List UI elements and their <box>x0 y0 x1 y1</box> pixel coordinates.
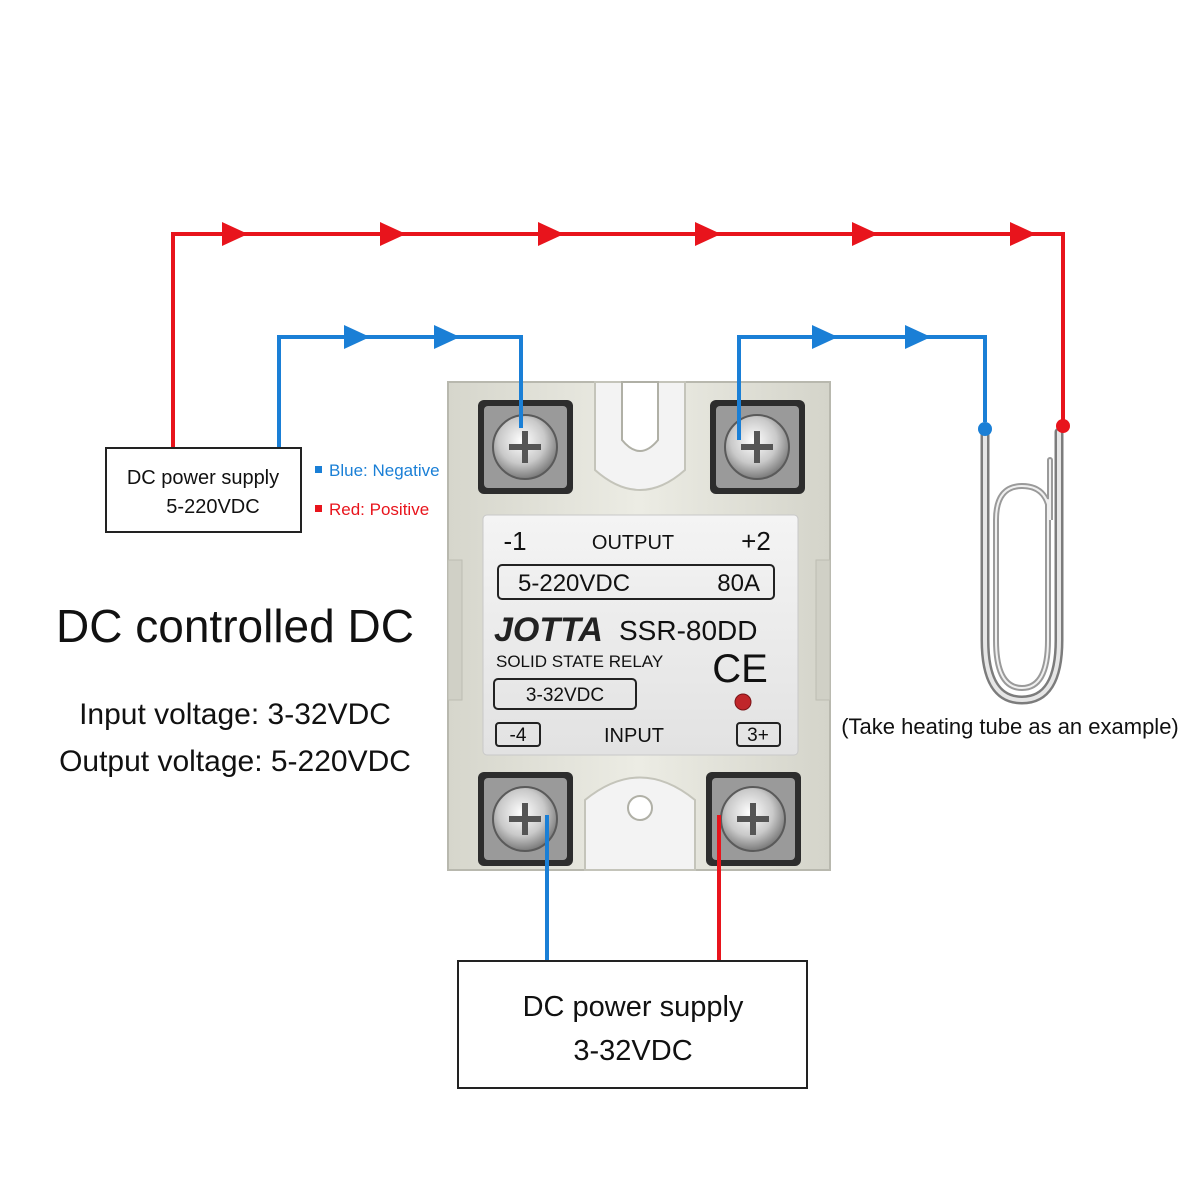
input-rating-frame <box>493 678 637 710</box>
load-caption: (Take heating tube as an example) <box>841 714 1179 739</box>
brand-logo: JOTTA <box>494 611 603 649</box>
solid-state-relay: -1 OUTPUT +2 5-220VDC 80A JOTTA SSR-80DD… <box>447 381 831 871</box>
input-label: INPUT <box>604 725 664 747</box>
screw-slot-icon <box>522 803 528 835</box>
supply-label: DC power supply <box>127 467 279 489</box>
arrow-icon <box>380 222 406 246</box>
terminal-1 <box>478 400 573 494</box>
terminal-plus-2-label: +2 <box>741 526 771 556</box>
screw-slot-icon <box>750 803 756 835</box>
terminal-plus-3-label: 3+ <box>747 725 769 746</box>
arrow-icon <box>905 325 931 349</box>
terminal-4 <box>478 772 573 866</box>
relay-type-label: SOLID STATE RELAY <box>496 652 663 671</box>
terminal-minus-4-label: -4 <box>510 725 527 746</box>
output-rating: 5-220VDC <box>518 570 630 597</box>
supply-label: DC power supply <box>523 991 744 1023</box>
positive-lead-icon <box>1056 419 1070 433</box>
heating-tube <box>978 419 1070 705</box>
red-square-icon <box>315 505 322 512</box>
arrow-icon <box>812 325 838 349</box>
blue-square-icon <box>315 466 322 473</box>
arrow-icon <box>695 222 721 246</box>
input-voltage-text: Input voltage: 3-32VDC <box>79 698 391 731</box>
terminal-minus-1-label: -1 <box>503 526 526 556</box>
negative-lead-icon <box>978 422 992 436</box>
arrow-icon <box>222 222 248 246</box>
model-number: SSR-80DD <box>619 615 757 646</box>
arrow-icon <box>434 325 460 349</box>
dc-power-supply-output-box: DC power supply 5-220VDC <box>105 447 302 533</box>
supply-voltage: 5-220VDC <box>166 496 259 518</box>
current-rating: 80A <box>717 570 760 597</box>
supply-voltage: 3-32VDC <box>573 1035 692 1067</box>
screw-slot-icon <box>522 431 528 463</box>
output-label: OUTPUT <box>592 532 674 554</box>
positive-wire-output <box>171 222 1065 448</box>
arrow-icon <box>1010 222 1036 246</box>
terminal-3-frame <box>736 722 781 747</box>
input-rating: 3-32VDC <box>526 685 604 706</box>
output-rating-frame <box>497 564 775 600</box>
wire-color-legend: Blue: Negative Red: Positive <box>315 461 440 519</box>
diagram-title: DC controlled DC <box>56 600 414 652</box>
legend-red: Red: Positive <box>329 500 429 519</box>
led-indicator-icon <box>734 693 752 711</box>
ce-mark: CE <box>712 647 768 691</box>
terminal-4-frame <box>495 722 541 747</box>
legend-blue: Blue: Negative <box>329 461 440 480</box>
screw-slot-icon <box>754 431 760 463</box>
output-voltage-text: Output voltage: 5-220VDC <box>59 745 411 778</box>
arrow-icon <box>344 325 370 349</box>
dc-power-supply-input-box: DC power supply 3-32VDC <box>457 960 808 1089</box>
arrow-icon <box>852 222 878 246</box>
arrow-icon <box>538 222 564 246</box>
terminal-2 <box>710 400 805 494</box>
terminal-3 <box>706 772 801 866</box>
